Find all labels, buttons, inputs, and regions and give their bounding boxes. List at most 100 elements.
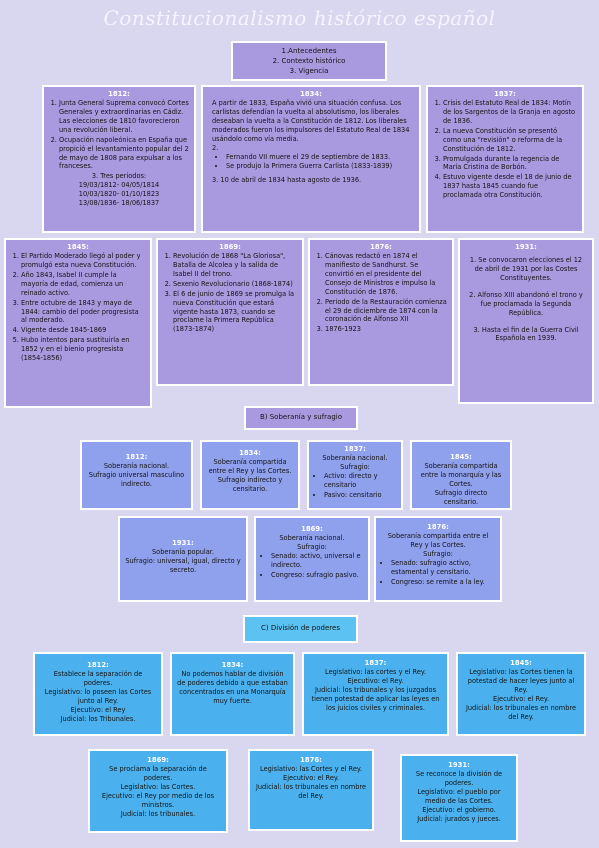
section-c-header: C) División de poderes [243, 615, 358, 643]
text-line: Ejecutivo: el Rey. [283, 774, 339, 783]
text-line: Establece la separación de poderes. [53, 670, 143, 688]
text-line: Sufragio: [340, 463, 370, 472]
text-line: Sufragio universal masculino indirecto. [88, 471, 185, 488]
section-c-label: C) División de poderes [261, 624, 340, 633]
list-item: Hubo intentos para sustituirla en 1852 y… [21, 336, 145, 363]
year-label: 1876: [370, 243, 392, 251]
sovereignty-1834-box: 1834: Soberanía compartida entre el Rey … [200, 440, 300, 510]
context-1931-box: 1931: 1. Se convocaron elecciones el 12 … [458, 238, 594, 404]
year-label: 1812: [125, 453, 148, 461]
list-item: 1. Se convocaron elecciones el 12 de abr… [469, 256, 583, 282]
year-label: 1869: [301, 525, 323, 533]
text-line: Legislativo: las Cortes y el Rey. [260, 765, 362, 774]
year-label: 1837: [494, 90, 516, 98]
list-item: Vigente desde 1845-1869 [21, 326, 145, 335]
list-item: Crisis del Estatuto Real de 1834: Motín … [443, 99, 577, 126]
year-label: 1876: [300, 756, 322, 764]
powers-1931-box: 1931: Se reconoce la división de poderes… [400, 754, 518, 842]
list-item: La nueva Constitución se presentó como u… [443, 127, 577, 154]
text-line: Sufragio: [423, 549, 453, 558]
text-line: Legislativo: las cortes y el Rey. [325, 668, 426, 677]
text-line: Sufragio: universal, igual, directo y se… [125, 557, 241, 574]
list-item: Se produjo la Primera Guerra Carlista (1… [226, 162, 414, 171]
list-item: Fernando VII muere el 29 de septiembre d… [226, 153, 414, 162]
text-line: Se proclama la separación de poderes. [109, 765, 207, 783]
year-label: 1931: [448, 761, 470, 769]
list-item: Pasivo: censitario [324, 491, 396, 500]
text-line: Legislativo: las Cortes tienen la potest… [467, 668, 575, 694]
year-label: 1845: [67, 243, 89, 251]
sovereignty-1845-box: 1845: Soberanía compartida entre la mona… [410, 440, 512, 510]
context-1869-box: 1869: Revolución de 1868 "La Gloriosa", … [156, 238, 304, 386]
text-line: Legislativo: el pueblo por medio de las … [417, 787, 501, 805]
context-1812-box: 1812: Junta General Suprema convocó Cort… [42, 85, 196, 233]
powers-1845-box: 1845: Legislativo: las Cortes tienen la … [456, 652, 586, 736]
text-line: Ejecutivo: el Rey. [493, 694, 549, 703]
index-item-1: 1.Antecedentes [281, 47, 337, 55]
list-item: Revolución de 1868 "La Gloriosa", Batall… [173, 252, 297, 279]
period-1: 19/03/1812- 04/05/1814 [78, 181, 160, 190]
list-item: Sexenio Revolucionario (1868-1874) [173, 280, 297, 289]
period-3: 13/08/1836- 18/06/1837 [78, 198, 160, 207]
text-line: Legislativo: lo poseen las Cortes junto … [44, 687, 152, 705]
list-item: Estuvo vigente desde el 18 de junio de 1… [443, 173, 577, 200]
text-line: Ejecutivo: el gobierno. [422, 805, 496, 814]
year-label: 1837: [364, 659, 387, 667]
text-line: Judicial: los tribunales y los juzgados … [311, 685, 440, 712]
list-item: Entre octubre de 1843 y mayo de 1844: ca… [21, 299, 145, 326]
context-1834-box: 1834: A partir de 1833, España vivió una… [201, 85, 421, 233]
list-item: Ocupación napoleónica en España que prop… [59, 136, 189, 172]
powers-1876-box: 1876: Legislativo: las Cortes y el Rey. … [248, 749, 374, 831]
list-item: El Partido Moderado llegó al poder y pro… [21, 252, 145, 270]
text-line: Ejecutivo: el Rey. [347, 677, 404, 686]
year-label: 1837: [344, 445, 366, 453]
text-line: Judicial: los tribunales en nombre del R… [465, 703, 577, 721]
list-item: Junta General Suprema convocó Cortes Gen… [59, 99, 189, 135]
text-line: Sufragio: [297, 543, 327, 552]
text-line: Ejecutivo: el Rey por medio de los minis… [101, 791, 215, 809]
list-item: El 6 de junio de 1869 se promulga la nue… [173, 290, 297, 334]
paragraph-1: A partir de 1833, España vivió una situa… [212, 99, 410, 143]
year-label: 1931: [515, 243, 537, 251]
list-item: Periodo de la Restauración comienza el 2… [325, 298, 447, 325]
powers-1812-box: 1812: Establece la separación de poderes… [33, 652, 163, 736]
paragraph-3: 3. 10 de abril de 1834 hasta agosto de 1… [212, 176, 362, 185]
text-line: Sufragio directo censitario. [434, 488, 488, 506]
context-1845-box: 1845: El Partido Moderado llegó al poder… [4, 238, 152, 408]
list-item: Promulgada durante la regencia de María … [443, 155, 577, 173]
periods-label: 3. Tres periodos: [91, 172, 147, 181]
sovereignty-1837-box: 1837: Soberanía nacional. Sufragio: Acti… [307, 440, 403, 510]
section-b-header: B) Soberanía y sufragio [244, 406, 358, 430]
page-title: Constitucionalismo histórico español [103, 6, 496, 30]
text-line: Judicial: los Tribunales. [60, 714, 136, 723]
powers-1837-box: 1837: Legislativo: las cortes y el Rey. … [302, 652, 449, 736]
context-1837-box: 1837: Crisis del Estatuto Real de 1834: … [426, 85, 584, 233]
year-label: 1834: [300, 90, 322, 98]
year-label: 1834: [239, 449, 261, 457]
list-item: Cánovas redactó en 1874 el manifiesto de… [325, 252, 447, 296]
year-label: 1931: [172, 539, 194, 547]
sovereignty-1869-box: 1869: Soberanía nacional. Sufragio: Sena… [254, 516, 370, 602]
year-label: 1812: [108, 90, 130, 98]
powers-1869-box: 1869: Se proclama la separación de poder… [88, 749, 228, 833]
text-line: Soberanía popular. [151, 548, 215, 557]
sovereignty-1931-box: 1931: Soberanía popular. Sufragio: unive… [118, 516, 248, 602]
index-item-2: 2. Contexto histórico [272, 57, 346, 66]
section-b-label: B) Soberanía y sufragio [259, 413, 343, 422]
list-item: Congreso: se remite a la ley. [391, 578, 495, 587]
year-label: 1845: [510, 659, 532, 667]
context-1876-box: 1876: Cánovas redactó en 1874 el manifie… [308, 238, 454, 386]
year-label: 1876: [427, 523, 449, 531]
text-line: Soberanía compartida entre la monarquía … [420, 462, 502, 488]
text-line: Soberanía nacional. [322, 454, 388, 463]
paragraph-2-label: 2. [212, 143, 219, 152]
list-item: Congreso: sufragio pasivo. [271, 571, 363, 580]
list-item: Año 1843, Isabel II cumple la mayoría de… [21, 271, 145, 298]
year-label: 1869: [147, 756, 169, 764]
list-item: Senado: sufragio activo, estamental y ce… [391, 559, 495, 577]
year-label: 1812: [87, 661, 109, 669]
text-line: Ejecutivo: el Rey [70, 705, 126, 714]
powers-1834-box: 1834: No podemos hablar de división de p… [170, 652, 295, 736]
text-line: Soberanía nacional. [279, 534, 345, 543]
text-line: No podemos hablar de división de poderes… [177, 670, 288, 705]
